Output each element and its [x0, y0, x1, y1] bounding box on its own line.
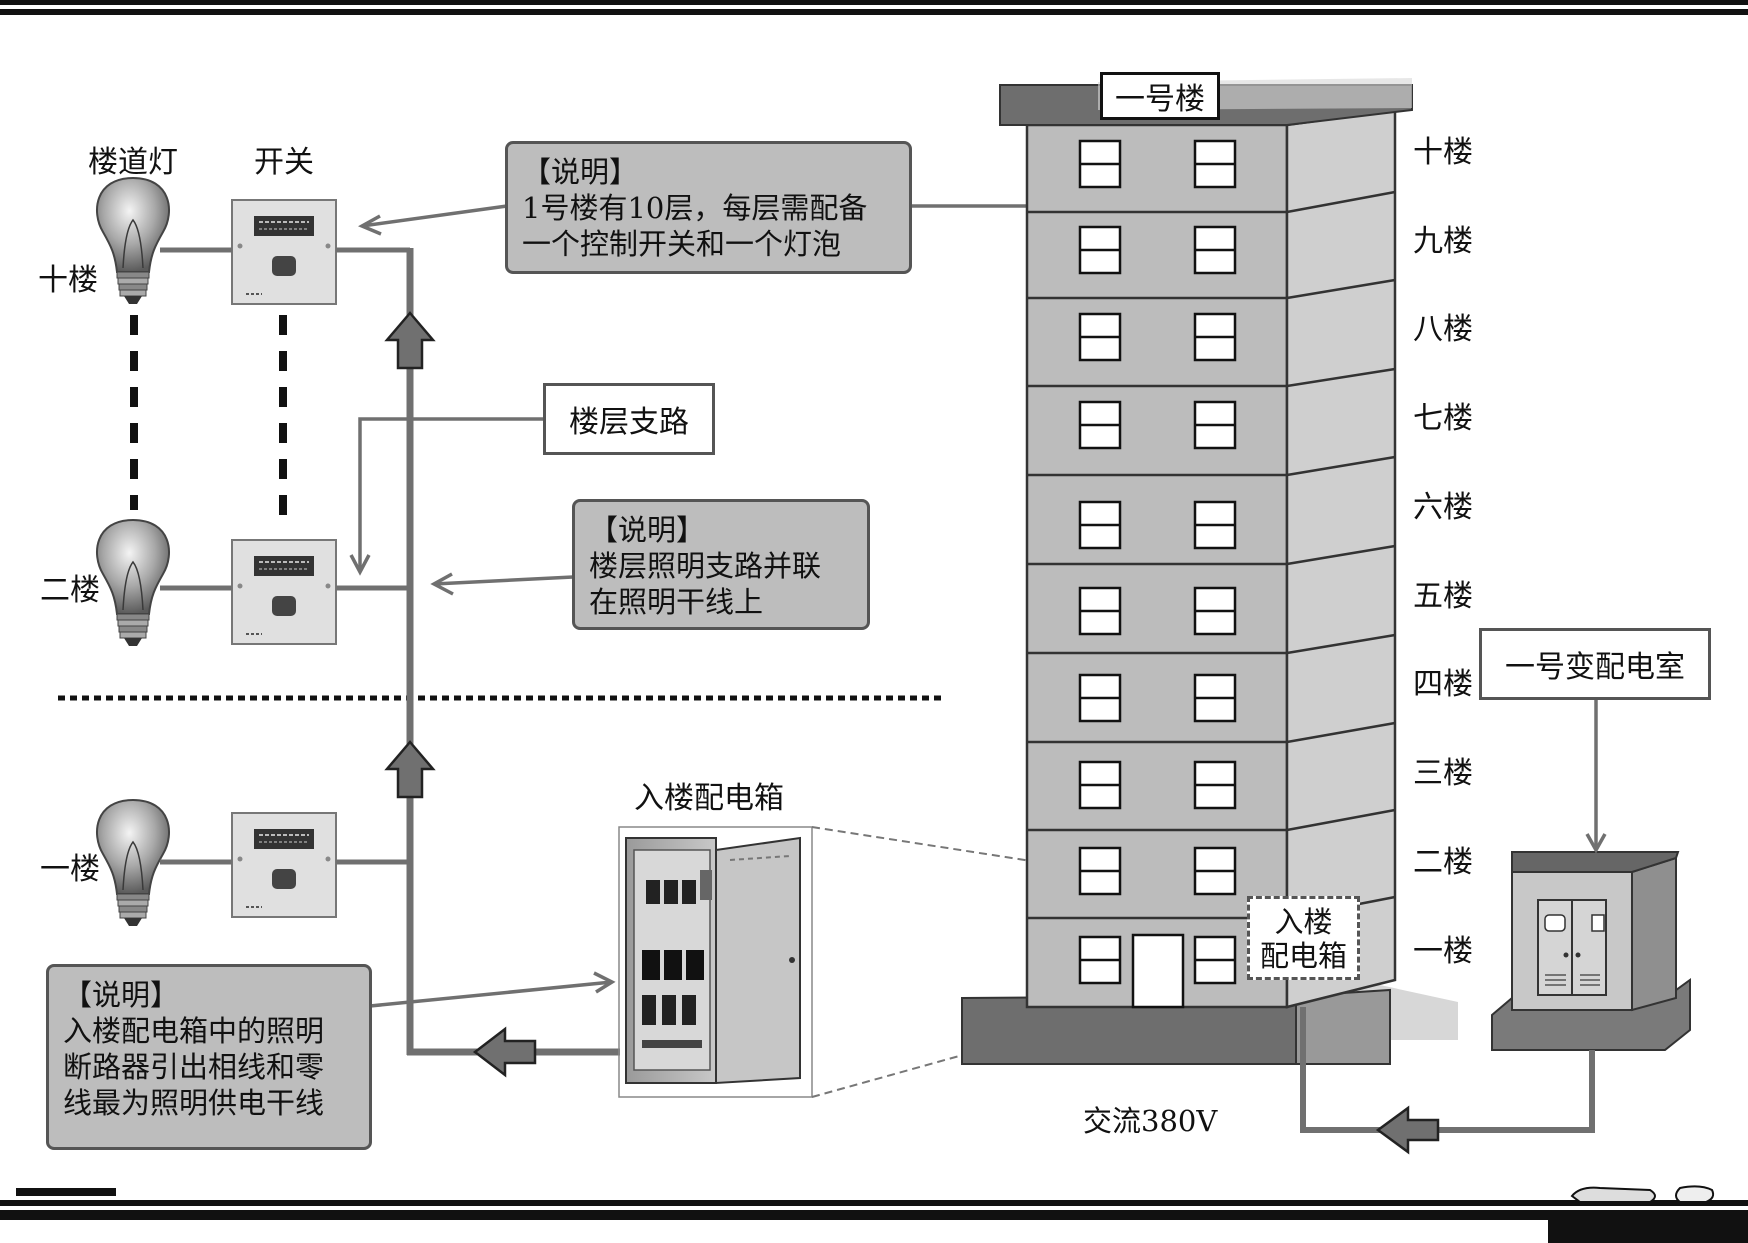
lamp-column-label: 楼道灯: [88, 145, 178, 180]
building-floor-label: 二楼: [1413, 845, 1473, 880]
inbuilding-box-tag: 入楼 配电箱: [1247, 896, 1360, 980]
note-line: 断路器引出相线和零: [63, 1050, 325, 1084]
note-distribution-box: 【说明】 入楼配电箱中的照明 断路器引出相线和零 线最为照明供电干线: [46, 964, 372, 1150]
note-title: 【说明】: [589, 513, 706, 547]
substation-icon: [1491, 851, 1691, 1051]
wall-switch-icon-1f: [231, 812, 337, 918]
note-line: 1号楼有10层，每层需配备: [522, 191, 868, 225]
building-floor-label: 四楼: [1413, 667, 1473, 702]
building-name-label: 一号楼: [1100, 72, 1220, 120]
note-building-floors: 【说明】 1号楼有10层，每层需配备 一个控制开关和一个灯泡: [505, 141, 912, 274]
wall-switch-icon-2f: [231, 539, 337, 645]
switch-column-label: 开关: [254, 145, 314, 180]
distribution-cabinet-icon: [618, 826, 813, 1098]
lamp-bulb-icon-2f: [95, 519, 171, 647]
building-floor-label: 一楼: [1413, 934, 1473, 969]
ac-voltage-label: 交流380V: [1083, 1104, 1218, 1138]
lamp-bulb-icon-1f: [95, 799, 171, 927]
left-floor-label-2: 二楼: [40, 573, 100, 608]
inbuilding-box-tag-line: 配电箱: [1259, 939, 1347, 973]
note-line: 在照明干线上: [589, 585, 764, 619]
inbuilding-box-tag-line: 入楼: [1274, 905, 1333, 939]
building-floor-label: 九楼: [1413, 224, 1473, 259]
note-parallel-branches: 【说明】 楼层照明支路并联 在照明干线上: [572, 499, 870, 630]
note-line: 一个控制开关和一个灯泡: [522, 227, 842, 261]
left-floor-label-10: 十楼: [38, 263, 98, 298]
building-floor-label: 八楼: [1413, 312, 1473, 347]
substation-label: 一号变配电室: [1479, 628, 1711, 700]
floor-branch-text: 楼层支路: [569, 405, 689, 440]
building-floor-label: 五楼: [1413, 579, 1473, 614]
inbuilding-box-title: 入楼配电箱: [634, 781, 784, 816]
wall-switch-icon-10f: [231, 199, 337, 305]
building-floor-label: 六楼: [1413, 490, 1473, 525]
note-line: 楼层照明支路并联: [589, 549, 822, 583]
building-floor-label: 三楼: [1413, 756, 1473, 791]
note-line: 入楼配电箱中的照明: [63, 1014, 325, 1048]
note-title: 【说明】: [522, 155, 639, 189]
building-floor-label: 七楼: [1413, 401, 1473, 436]
lamp-bulb-icon-10f: [95, 177, 171, 305]
building-icon: [961, 78, 1458, 1065]
building-floor-label: 十楼: [1413, 135, 1473, 170]
left-floor-label-1: 一楼: [40, 852, 100, 887]
note-title: 【说明】: [63, 978, 180, 1012]
note-line: 线最为照明供电干线: [63, 1086, 325, 1120]
floor-branch-label: 楼层支路: [543, 383, 715, 455]
